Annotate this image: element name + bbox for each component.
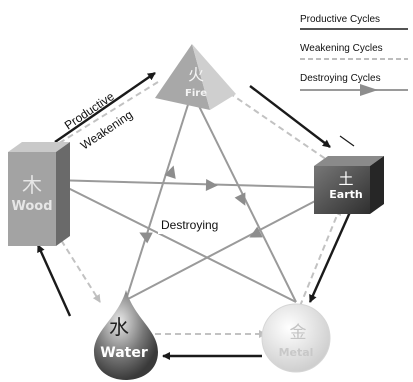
produce-fire-earth <box>249 85 331 148</box>
wood-element: 木 Wood <box>8 142 70 246</box>
destroy-arrow-earth-water <box>249 226 263 238</box>
produce-water-wood <box>36 244 72 317</box>
weaken-wood-water <box>55 231 101 303</box>
earth-element: 土 Earth <box>314 156 384 214</box>
destroy-wood-earth <box>51 179 341 189</box>
destroy-metal-wood <box>51 179 297 303</box>
produce-earth-metal <box>308 211 352 303</box>
weaken-earth-fire <box>224 89 334 165</box>
legend-productive: Productive Cycles <box>300 14 380 25</box>
destroy-arrow-water-fire <box>164 165 176 179</box>
water-character: 水 <box>109 315 129 339</box>
water-element: 水 Water <box>94 290 158 380</box>
destroying-label-bg <box>158 214 242 234</box>
metal-element: 金 Metal <box>261 303 331 373</box>
water-label: Water <box>100 345 148 361</box>
wood-label: Wood <box>11 199 52 214</box>
destroying-arrowheads <box>139 165 263 244</box>
earth-tick-mark <box>339 135 355 147</box>
destroy-arrow-wood-earth <box>205 179 218 191</box>
weaken-metal-earth <box>299 207 342 307</box>
legend-weakening: Weakening Cycles <box>300 43 383 54</box>
wood-character: 木 <box>22 173 42 197</box>
weaken-fire-wood <box>47 81 159 151</box>
metal-label: Metal <box>279 346 314 359</box>
weakening-cycle <box>47 81 342 338</box>
destroying-label: Destroying <box>161 218 218 232</box>
productive-cycle <box>36 72 352 360</box>
destroy-arrow-metal-wood <box>139 232 153 244</box>
earth-label: Earth <box>329 188 362 201</box>
fire-label: Fire <box>185 88 207 99</box>
fire-element: 火 Fire <box>155 44 236 110</box>
fire-character: 火 <box>188 65 204 84</box>
earth-character: 土 <box>338 170 353 188</box>
legend-destroying: Destroying Cycles <box>300 73 381 84</box>
destroying-cycle <box>51 91 341 303</box>
legend: Productive Cycles Weakening Cycles Destr… <box>300 14 408 96</box>
destroy-earth-water <box>125 187 341 301</box>
produce-wood-fire <box>54 72 156 143</box>
metal-character: 金 <box>290 323 307 343</box>
destroy-arrow-fire-metal <box>234 192 246 206</box>
legend-destroying-arrowhead <box>360 84 378 96</box>
destroy-fire-metal <box>125 91 193 301</box>
